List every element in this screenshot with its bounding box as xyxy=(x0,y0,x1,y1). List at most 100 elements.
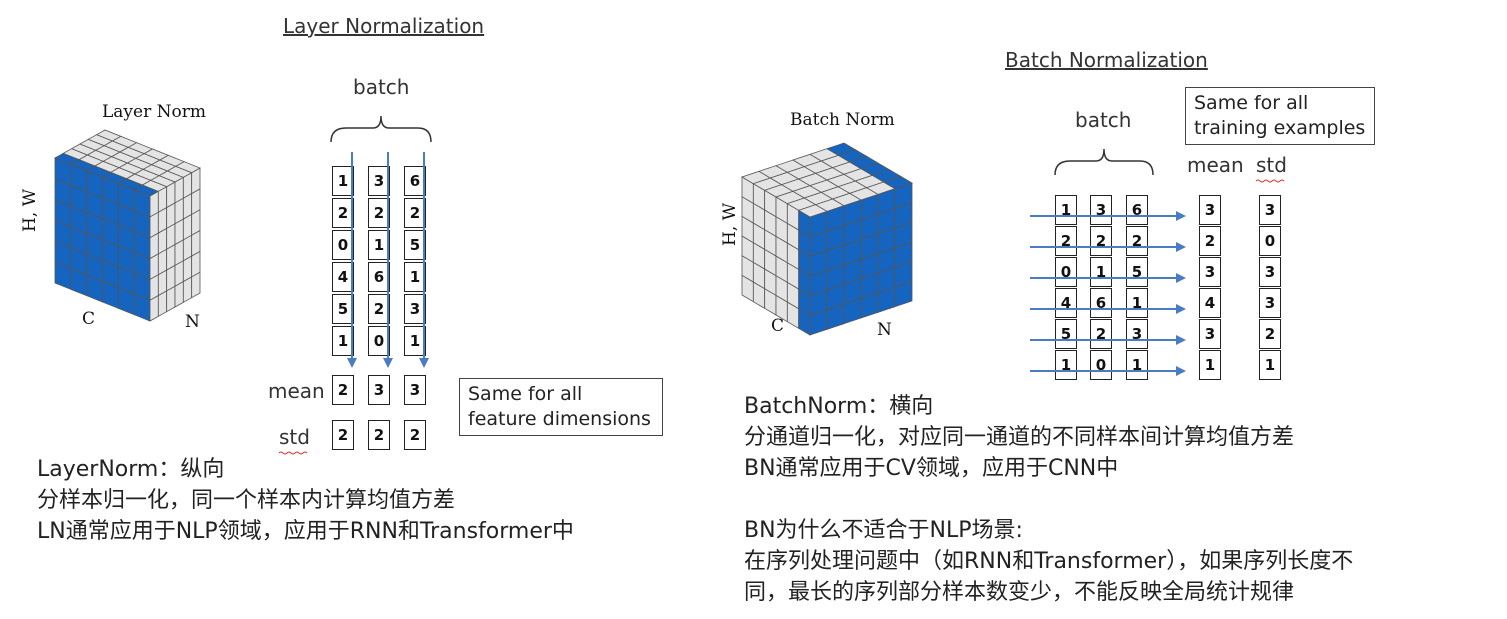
layer-norm-mean-cell: 3 xyxy=(404,375,426,405)
layer-norm-text-line2: 分样本归一化，同一个样本内计算均值方差 xyxy=(37,488,456,513)
batch-norm-axis-n: N xyxy=(877,320,892,340)
batch-norm-std-cell: 3 xyxy=(1259,257,1281,287)
batch-norm-value-cell: 3 xyxy=(1126,319,1148,349)
layer-norm-description: LayerNorm：纵向 分样本归一化，同一个样本内计算均值方差 LN通常应用于… xyxy=(37,454,574,547)
batch-norm-mean-cell: 2 xyxy=(1199,226,1221,256)
batch-norm-text-line3: BN通常应用于CV领域，应用于CNN中 xyxy=(744,456,1119,481)
layer-norm-cube-title: Layer Norm xyxy=(102,102,206,122)
batch-norm-std-cell: 0 xyxy=(1259,226,1281,256)
layer-norm-axis-c: C xyxy=(82,309,96,329)
layer-norm-value-cell: 1 xyxy=(368,230,390,260)
batch-norm-mean-label: mean xyxy=(1187,153,1244,177)
batch-norm-std-cell: 3 xyxy=(1259,195,1281,225)
right-arrow-head xyxy=(1176,366,1186,376)
batch-norm-value-cell: 1 xyxy=(1126,288,1148,318)
batch-norm-text-line6: 在序列处理问题中（如RNN和Transformer），如果序列长度不 xyxy=(744,549,1354,574)
batch-norm-std-cell: 3 xyxy=(1259,288,1281,318)
right-arrow-head xyxy=(1176,273,1186,283)
layer-norm-std-cell: 2 xyxy=(404,420,426,450)
batch-norm-mean-cell: 4 xyxy=(1199,288,1221,318)
layer-norm-value-cell: 1 xyxy=(332,166,354,196)
right-arrow-head xyxy=(1176,335,1186,345)
batch-norm-value-cell: 5 xyxy=(1126,257,1148,287)
batch-norm-value-cell: 6 xyxy=(1126,195,1148,225)
layer-norm-axis-n: N xyxy=(185,312,200,332)
layer-norm-value-cell: 1 xyxy=(404,326,426,356)
batch-norm-text-line5: BN为什么不适合于NLP场景: xyxy=(744,518,1023,543)
layer-norm-value-cell: 4 xyxy=(332,262,354,292)
batch-norm-std-label: std xyxy=(1256,153,1287,177)
batch-norm-text-line2: 分通道归一化，对应同一通道的不同样本间计算均值方差 xyxy=(744,425,1295,450)
batch-norm-value-cell: 0 xyxy=(1055,257,1077,287)
batch-norm-value-cell: 2 xyxy=(1055,226,1077,256)
layer-norm-std-label: std xyxy=(279,425,310,449)
batch-norm-value-cell: 3 xyxy=(1090,195,1112,225)
layer-norm-value-cell: 2 xyxy=(404,198,426,228)
down-arrow-head xyxy=(383,358,393,368)
layer-norm-value-cell: 3 xyxy=(368,166,390,196)
layer-norm-std-cell: 2 xyxy=(368,420,390,450)
batch-norm-value-cell: 4 xyxy=(1055,288,1077,318)
batch-norm-cube-title: Batch Norm xyxy=(790,110,895,130)
batch-norm-mean-cell: 3 xyxy=(1199,257,1221,287)
batch-norm-value-cell: 2 xyxy=(1090,319,1112,349)
layer-norm-note-line2: feature dimensions xyxy=(468,408,651,430)
layer-norm-value-cell: 6 xyxy=(368,262,390,292)
batch-norm-mean-cell: 3 xyxy=(1199,319,1221,349)
batch-norm-std-cell: 1 xyxy=(1259,350,1281,380)
batch-norm-cube-cell xyxy=(882,175,913,190)
layer-norm-mean-label: mean xyxy=(268,379,325,403)
batch-norm-value-cell: 1 xyxy=(1055,195,1077,225)
batch-norm-description: BatchNorm：横向 分通道归一化，对应同一通道的不同样本间计算均值方差 B… xyxy=(744,391,1353,608)
layer-norm-cube-cell xyxy=(174,161,201,174)
layer-norm-value-cell: 5 xyxy=(332,294,354,324)
batch-norm-std-cell: 2 xyxy=(1259,319,1281,349)
layer-norm-mean-cell: 3 xyxy=(368,375,390,405)
batch-norm-value-cell: 1 xyxy=(1126,350,1148,380)
layer-norm-value-cell: 6 xyxy=(404,166,426,196)
batch-norm-value-cell: 5 xyxy=(1055,319,1077,349)
layer-norm-note-line1: Same for all xyxy=(468,383,583,405)
layer-norm-value-cell: 5 xyxy=(404,230,426,260)
batch-norm-value-cell: 2 xyxy=(1090,226,1112,256)
layer-norm-value-cell: 1 xyxy=(332,326,354,356)
layer-norm-text-line1: LayerNorm：纵向 xyxy=(37,457,225,482)
batch-norm-title: Batch Normalization xyxy=(1005,48,1208,72)
layer-norm-value-cell: 2 xyxy=(368,294,390,324)
batch-norm-text-line1: BatchNorm：横向 xyxy=(744,394,934,419)
batch-norm-note-line1: Same for all xyxy=(1194,92,1309,114)
batch-norm-batch-label: batch xyxy=(1075,108,1132,132)
right-arrow-head xyxy=(1176,304,1186,314)
batch-norm-mean-cell: 1 xyxy=(1199,350,1221,380)
down-arrow-head xyxy=(419,358,429,368)
layer-norm-note-box: Same for all feature dimensions xyxy=(459,378,663,436)
batch-norm-note-box: Same for all training examples xyxy=(1185,87,1375,145)
layer-norm-mean-cell: 2 xyxy=(332,375,354,405)
batch-norm-text-line7: 同，最长的序列部分样本数变少，不能反映全局统计规律 xyxy=(744,580,1295,605)
layer-norm-value-cell: 0 xyxy=(332,230,354,260)
layer-norm-title: Layer Normalization xyxy=(283,14,485,38)
layer-norm-text-line3: LN通常应用于NLP领域，应用于RNN和Transformer中 xyxy=(37,519,574,544)
batch-norm-value-cell: 1 xyxy=(1090,257,1112,287)
right-arrow-head xyxy=(1176,242,1186,252)
down-arrow-head xyxy=(347,358,357,368)
batch-norm-value-cell: 6 xyxy=(1090,288,1112,318)
layer-norm-batch-label: batch xyxy=(353,75,410,99)
layer-norm-value-cell: 1 xyxy=(404,262,426,292)
batch-norm-value-cell: 2 xyxy=(1126,226,1148,256)
batch-norm-mean-cell: 3 xyxy=(1199,195,1221,225)
layer-norm-value-cell: 0 xyxy=(368,326,390,356)
batch-norm-note-line2: training examples xyxy=(1194,117,1366,139)
batch-norm-value-cell: 0 xyxy=(1090,350,1112,380)
layer-norm-value-cell: 2 xyxy=(368,198,390,228)
layer-norm-std-cell: 2 xyxy=(332,420,354,450)
batch-norm-axis-c: C xyxy=(771,316,785,336)
